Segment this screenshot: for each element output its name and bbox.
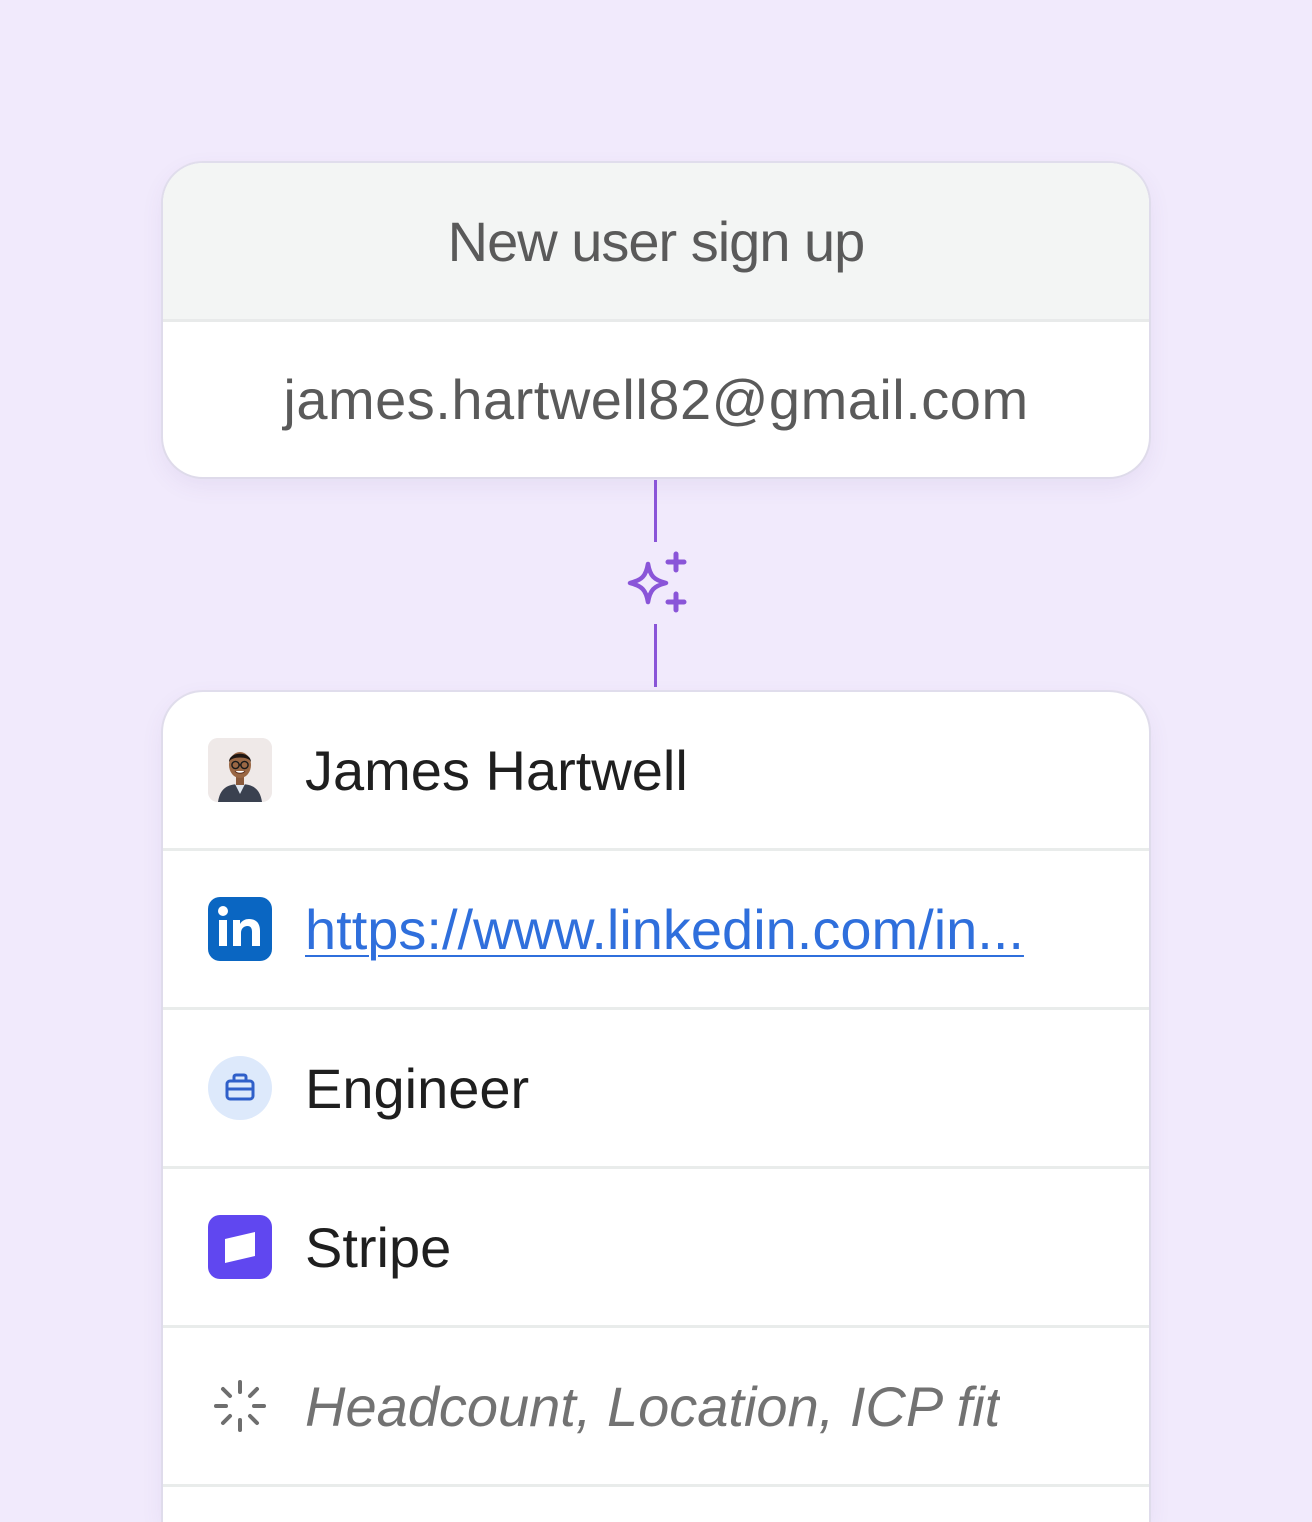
linkedin-icon: [208, 897, 272, 961]
connector-line-top: [654, 480, 657, 542]
briefcase-icon: [208, 1056, 272, 1120]
person-name: James Hartwell: [305, 738, 688, 802]
enrichment-row-title: Engineer: [163, 1010, 1149, 1169]
loading-spinner-icon: [208, 1374, 272, 1438]
connector-line-bottom: [654, 624, 657, 687]
linkedin-url-link[interactable]: https://www.linkedin.com/in...: [305, 897, 1024, 961]
sparkles-icon: [627, 551, 687, 613]
avatar: [208, 738, 272, 802]
job-title: Engineer: [305, 1056, 530, 1120]
signup-title: New user sign up: [163, 163, 1149, 322]
enrichment-row-linkedin[interactable]: https://www.linkedin.com/in...: [163, 851, 1149, 1010]
pending-fields: Headcount, Location, ICP fit: [305, 1374, 1001, 1438]
enrichment-row-company: Stripe: [163, 1169, 1149, 1328]
enrichment-row-pending: Headcount, Location, ICP fit: [163, 1328, 1149, 1487]
company-name: Stripe: [305, 1215, 452, 1279]
signup-card: New user sign up james.hartwell82@gmail.…: [163, 163, 1149, 477]
enrichment-card: James Hartwell https://www.linkedin.com/…: [163, 692, 1149, 1522]
signup-email: james.hartwell82@gmail.com: [283, 368, 1029, 431]
company-logo-icon: [208, 1215, 272, 1279]
enrichment-row-name: James Hartwell: [163, 692, 1149, 851]
